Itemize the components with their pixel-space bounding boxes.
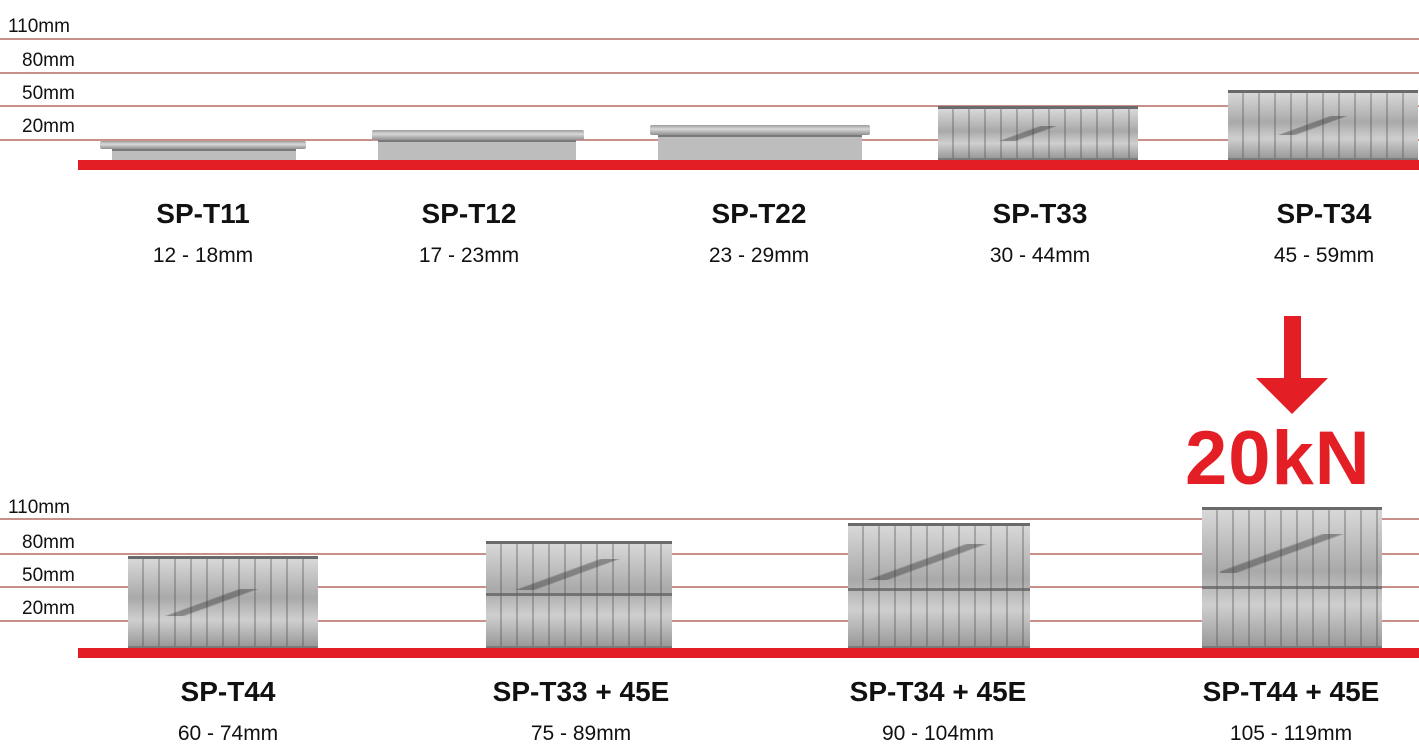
height-range: 45 - 59mm	[1273, 244, 1375, 267]
height-range: 12 - 18mm	[152, 244, 254, 267]
load-arrow-shaft	[1284, 316, 1301, 380]
gridline-80	[0, 553, 1419, 555]
height-range: 17 - 23mm	[418, 244, 520, 267]
product-name: SP-T22	[711, 198, 807, 229]
gridline-50	[0, 105, 1419, 107]
load-arrow-icon	[1256, 378, 1328, 414]
gridline-110	[0, 518, 1419, 520]
gridline-20	[0, 620, 1419, 622]
height-range: 60 - 74mm	[177, 722, 279, 745]
scale-label-50: 50mm	[22, 83, 75, 104]
scale-label-80: 80mm	[22, 532, 75, 553]
product-label-sp-t44: SP-T44 60 - 74mm	[98, 676, 358, 746]
product-name: SP-T34 + 45E	[849, 676, 1027, 707]
height-range: 75 - 89mm	[530, 722, 632, 745]
product-name: SP-T33	[992, 198, 1088, 229]
pedestal-sp-t34-45e	[848, 523, 1030, 648]
product-name: SP-T33 + 45E	[492, 676, 670, 707]
height-range: 105 - 119mm	[1229, 722, 1353, 745]
product-label-sp-t33-45e: SP-T33 + 45E 75 - 89mm	[451, 676, 711, 746]
height-range: 30 - 44mm	[989, 244, 1091, 267]
bottom-baseline	[78, 648, 1419, 658]
scale-label-20: 20mm	[22, 116, 75, 137]
gridline-50	[0, 586, 1419, 588]
pedestal-sp-t33	[938, 106, 1138, 160]
product-label-sp-t34-45e: SP-T34 + 45E 90 - 104mm	[808, 676, 1068, 746]
pedestal-sp-t44	[128, 556, 318, 648]
product-label-sp-t34: SP-T34 45 - 59mm	[1194, 198, 1419, 268]
product-name: SP-T11	[156, 198, 250, 229]
pedestal-sp-t33-45e	[486, 541, 672, 648]
scale-label-50: 50mm	[22, 565, 75, 586]
height-range: 23 - 29mm	[708, 244, 810, 267]
height-range: 90 - 104mm	[881, 722, 995, 745]
pedestal-sp-t44-45e	[1202, 507, 1382, 648]
gridline-110	[0, 38, 1419, 40]
scale-label-20: 20mm	[22, 598, 75, 619]
gridline-80	[0, 72, 1419, 74]
product-label-sp-t22: SP-T22 23 - 29mm	[629, 198, 889, 268]
product-label-sp-t12: SP-T12 17 - 23mm	[339, 198, 599, 268]
scale-label-110: 110mm	[8, 497, 70, 518]
pedestal-sp-t34	[1228, 90, 1418, 160]
product-label-sp-t11: SP-T11 12 - 18mm	[73, 198, 333, 268]
scale-label-110: 110mm	[8, 16, 70, 37]
load-rating: 20kN	[1185, 416, 1371, 501]
top-baseline	[78, 160, 1419, 170]
product-name: SP-T34	[1276, 198, 1372, 229]
product-name: SP-T44 + 45E	[1202, 676, 1380, 707]
product-name: SP-T12	[421, 198, 517, 229]
product-name: SP-T44	[180, 676, 276, 707]
product-label-sp-t33: SP-T33 30 - 44mm	[910, 198, 1170, 268]
product-label-sp-t44-45e: SP-T44 + 45E 105 - 119mm	[1161, 676, 1419, 746]
scale-label-80: 80mm	[22, 50, 75, 71]
